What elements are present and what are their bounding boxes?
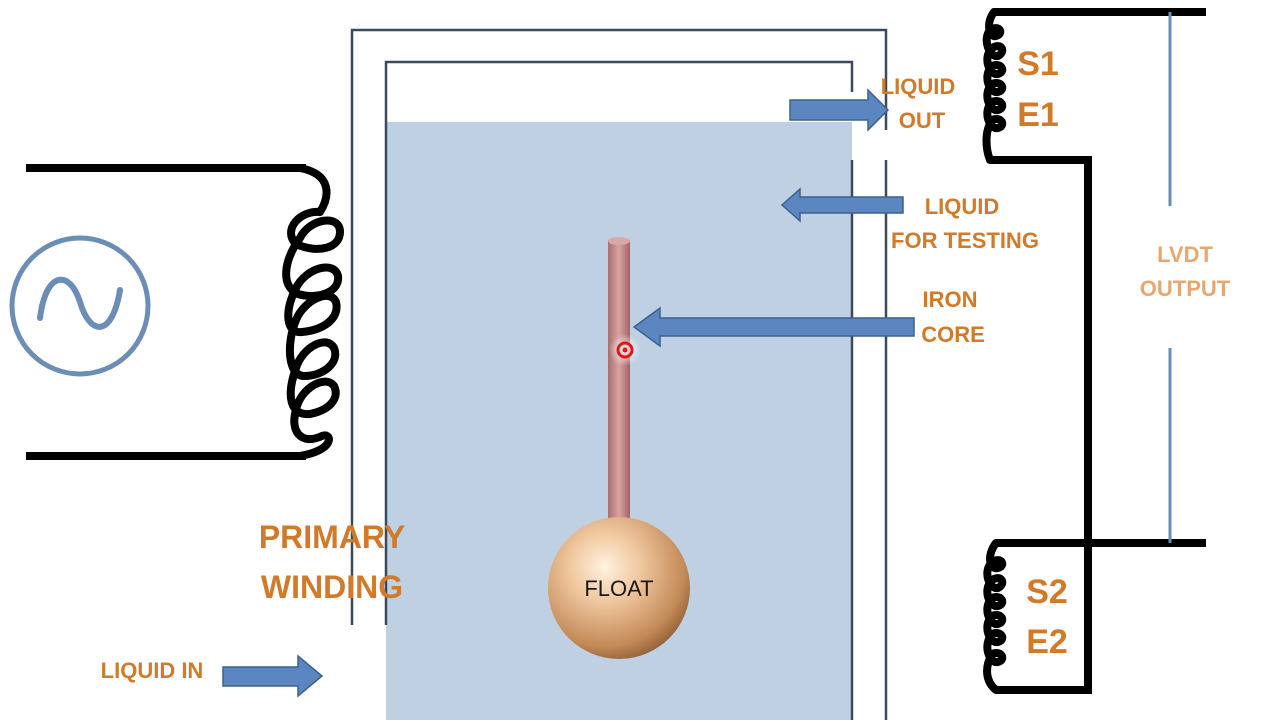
arrow-liquid-for-testing [780,187,904,223]
secondary-coil-s2-icon [983,539,1007,694]
e2-label: E2 [1026,623,1068,661]
primary-wires [26,164,306,460]
float-ball: FLOAT [548,517,690,659]
float-label: FLOAT [584,576,653,601]
primary-coil-icon [282,164,344,460]
e1-label: E1 [1017,96,1059,134]
arrow-liquid-in [222,654,324,698]
s1-label: S1 [1017,45,1059,83]
liquid-out-label-line1: LIQUID [881,74,956,99]
tank-walls [350,28,888,720]
iron-core-label-line1: IRON [923,287,978,312]
primary-winding-label-line2: WINDING [261,569,403,605]
iron-core-rod [608,237,630,524]
liquid-out-label-line2: OUT [899,108,946,133]
ac-source-icon [9,235,151,377]
iron-core-label-line2: CORE [921,322,985,347]
liquid-in-label: LIQUID IN [101,658,204,683]
secondary-coil-s1-icon [982,8,1007,164]
lvdt-output-label-line1: LVDT [1157,242,1213,267]
lvdt-output-label-line2: OUTPUT [1140,276,1231,301]
arrow-iron-core [632,306,915,348]
primary-winding-label-line1: PRIMARY [259,519,405,555]
liquid-testing-label-line2: FOR TESTING [891,228,1039,253]
liquid-testing-label-line1: LIQUID [925,194,1000,219]
arrow-liquid-out [789,88,890,132]
s2-label: S2 [1026,573,1068,611]
pointer-dot-icon [609,334,641,366]
